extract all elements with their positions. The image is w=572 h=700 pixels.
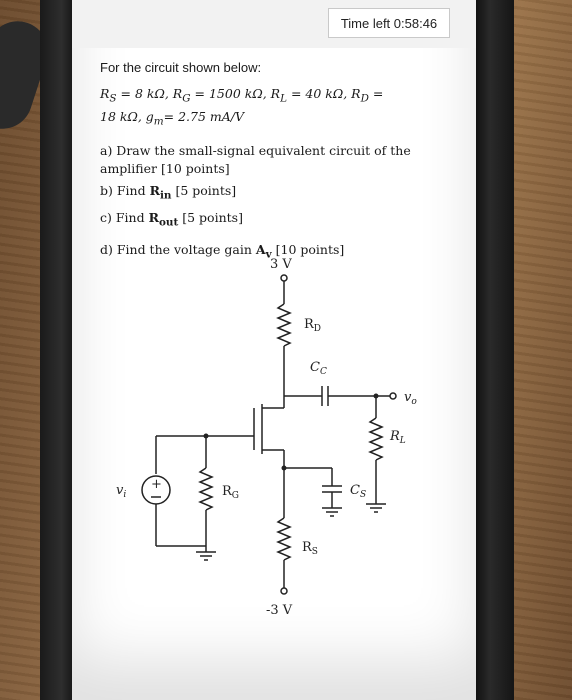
- supply-bottom-terminal: [280, 587, 288, 595]
- supply-top-label: 3 V: [270, 257, 292, 272]
- circuit-diagram: 3 V RD CC vo RL +: [116, 257, 417, 618]
- vi-label: vi: [116, 483, 126, 500]
- resistor-rs: [276, 517, 292, 561]
- top-bar: Time left 0:58:46: [72, 0, 476, 48]
- vo-label: vo: [404, 390, 417, 407]
- phone-screen: Time left 0:58:46 For the circuit shown …: [72, 0, 476, 700]
- part-d: d) Find the voltage gain Av [10 points]: [100, 242, 345, 261]
- part-a: a) Draw the small-signal equivalent circ…: [100, 143, 411, 176]
- question-intro: For the circuit shown below:: [100, 60, 262, 75]
- cs-label: CS: [350, 483, 366, 500]
- question-content: For the circuit shown below: RS = 8 kΩ, …: [100, 56, 460, 264]
- circuit-parameters: RS = 8 kΩ, RG = 1500 kΩ, RL = 40 kΩ, RD …: [100, 86, 384, 127]
- rg-label: RG: [222, 484, 239, 501]
- supply-bottom-label: -3 V: [266, 603, 293, 618]
- cc-label: CC: [310, 360, 327, 377]
- resistor-rl: [368, 417, 384, 461]
- rs-label: RS: [302, 540, 318, 557]
- supply-top-terminal: [280, 274, 288, 282]
- rd-label: RD: [304, 317, 321, 334]
- phone-bezel-right: [474, 0, 514, 700]
- phone-bezel-left: [40, 0, 76, 700]
- timer-display: Time left 0:58:46: [328, 8, 450, 38]
- vi-plus-sign: +: [151, 477, 162, 492]
- rl-label: RL: [389, 429, 406, 446]
- part-c: c) Find Rout [5 points]: [100, 209, 243, 229]
- output-terminal: [389, 392, 397, 400]
- part-b: b) Find Rin [5 points]: [100, 183, 237, 202]
- resistor-rg: [198, 467, 214, 511]
- resistor-rd: [276, 303, 292, 347]
